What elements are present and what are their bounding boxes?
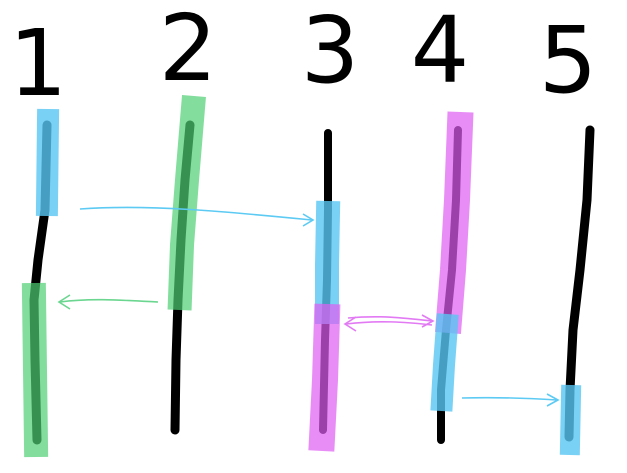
arrow-3-to-4 <box>347 315 433 322</box>
arrow-2-to-1-head <box>57 294 71 310</box>
arrow-1-to-3 <box>79 206 313 221</box>
highlight-3-blue <box>315 200 341 324</box>
column-label-3: 3 <box>301 0 360 104</box>
arrow-2-to-1 <box>59 298 159 303</box>
column-label-4: 4 <box>411 0 470 104</box>
highlight-4-blue <box>430 313 459 412</box>
arrow-4-to-5 <box>461 396 558 401</box>
arrow-4-to-3-head-left <box>343 316 357 332</box>
highlight-5-blue <box>559 384 582 456</box>
arrow-4-to-5-head <box>546 393 560 407</box>
column-label-5: 5 <box>539 7 598 114</box>
highlight-3-magenta <box>308 303 341 452</box>
column-label-2: 2 <box>159 0 218 102</box>
highlight-2-green <box>167 95 206 311</box>
highlight-1-blue <box>35 108 60 217</box>
highlight-1-green <box>21 282 49 458</box>
highlight-4-magenta <box>435 111 474 334</box>
column-label-1: 1 <box>9 10 68 117</box>
arrow-1-to-3-head <box>302 213 315 227</box>
arrow-4-to-3 <box>345 320 433 326</box>
